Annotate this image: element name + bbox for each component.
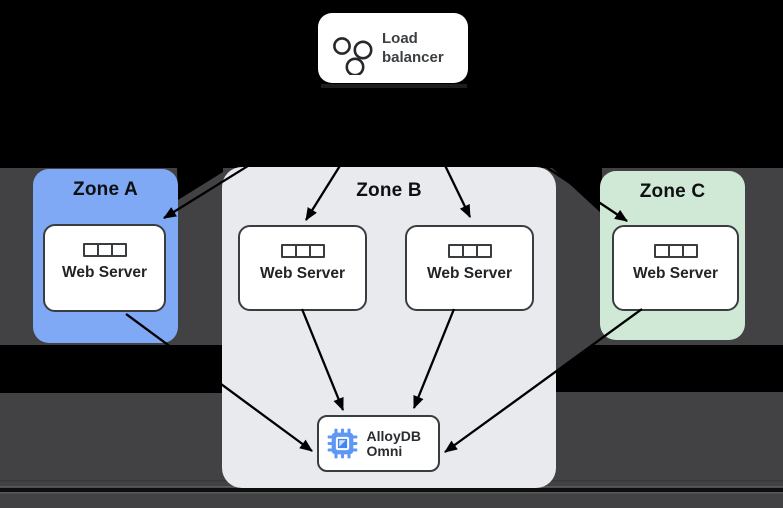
- zone-a: Zone A Web Server: [33, 169, 178, 343]
- zone-b-web-server-2: Web Server: [405, 225, 534, 311]
- alloydb-omni-label: AlloyDB Omni: [366, 427, 421, 459]
- zone-c: Zone C Web Server: [600, 171, 745, 340]
- zone-c-web-server: Web Server: [612, 225, 739, 311]
- load-balancer-label: Load balancer: [382, 30, 444, 66]
- server-icon: [280, 244, 325, 258]
- zone-c-title: Zone C: [639, 181, 706, 202]
- zone-b-title: Zone B: [356, 180, 422, 201]
- zone-a-title: Zone A: [73, 179, 138, 200]
- web-server-label: Web Server: [259, 265, 345, 282]
- circles-cluster-icon: [333, 37, 373, 75]
- zone-b-web-server-1: Web Server: [238, 225, 367, 311]
- chip-icon: [327, 428, 357, 459]
- zone-a-web-server: Web Server: [43, 224, 166, 312]
- web-server-label: Web Server: [61, 264, 147, 281]
- server-icon: [82, 243, 127, 257]
- web-server-label: Web Server: [632, 265, 718, 282]
- server-icon: [447, 244, 492, 258]
- alloydb-omni: AlloyDB Omni: [317, 415, 440, 472]
- web-server-label: Web Server: [426, 265, 512, 282]
- load-balancer: Load balancer: [318, 13, 468, 83]
- server-icon: [653, 244, 698, 258]
